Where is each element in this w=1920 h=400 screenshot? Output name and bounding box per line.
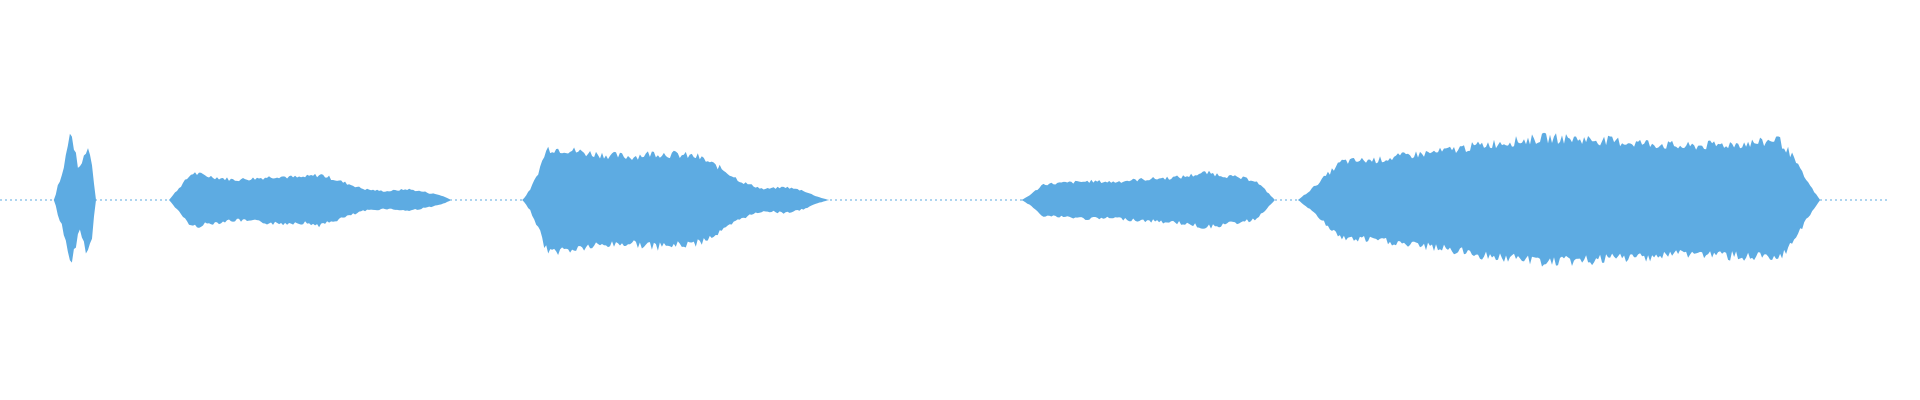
waveform-segment — [53, 133, 96, 263]
waveform-segment — [1297, 132, 1821, 267]
waveform-segment — [1021, 170, 1275, 229]
waveform-segment — [169, 172, 452, 228]
waveform-segment — [522, 146, 830, 255]
waveform-segments — [53, 132, 1821, 267]
